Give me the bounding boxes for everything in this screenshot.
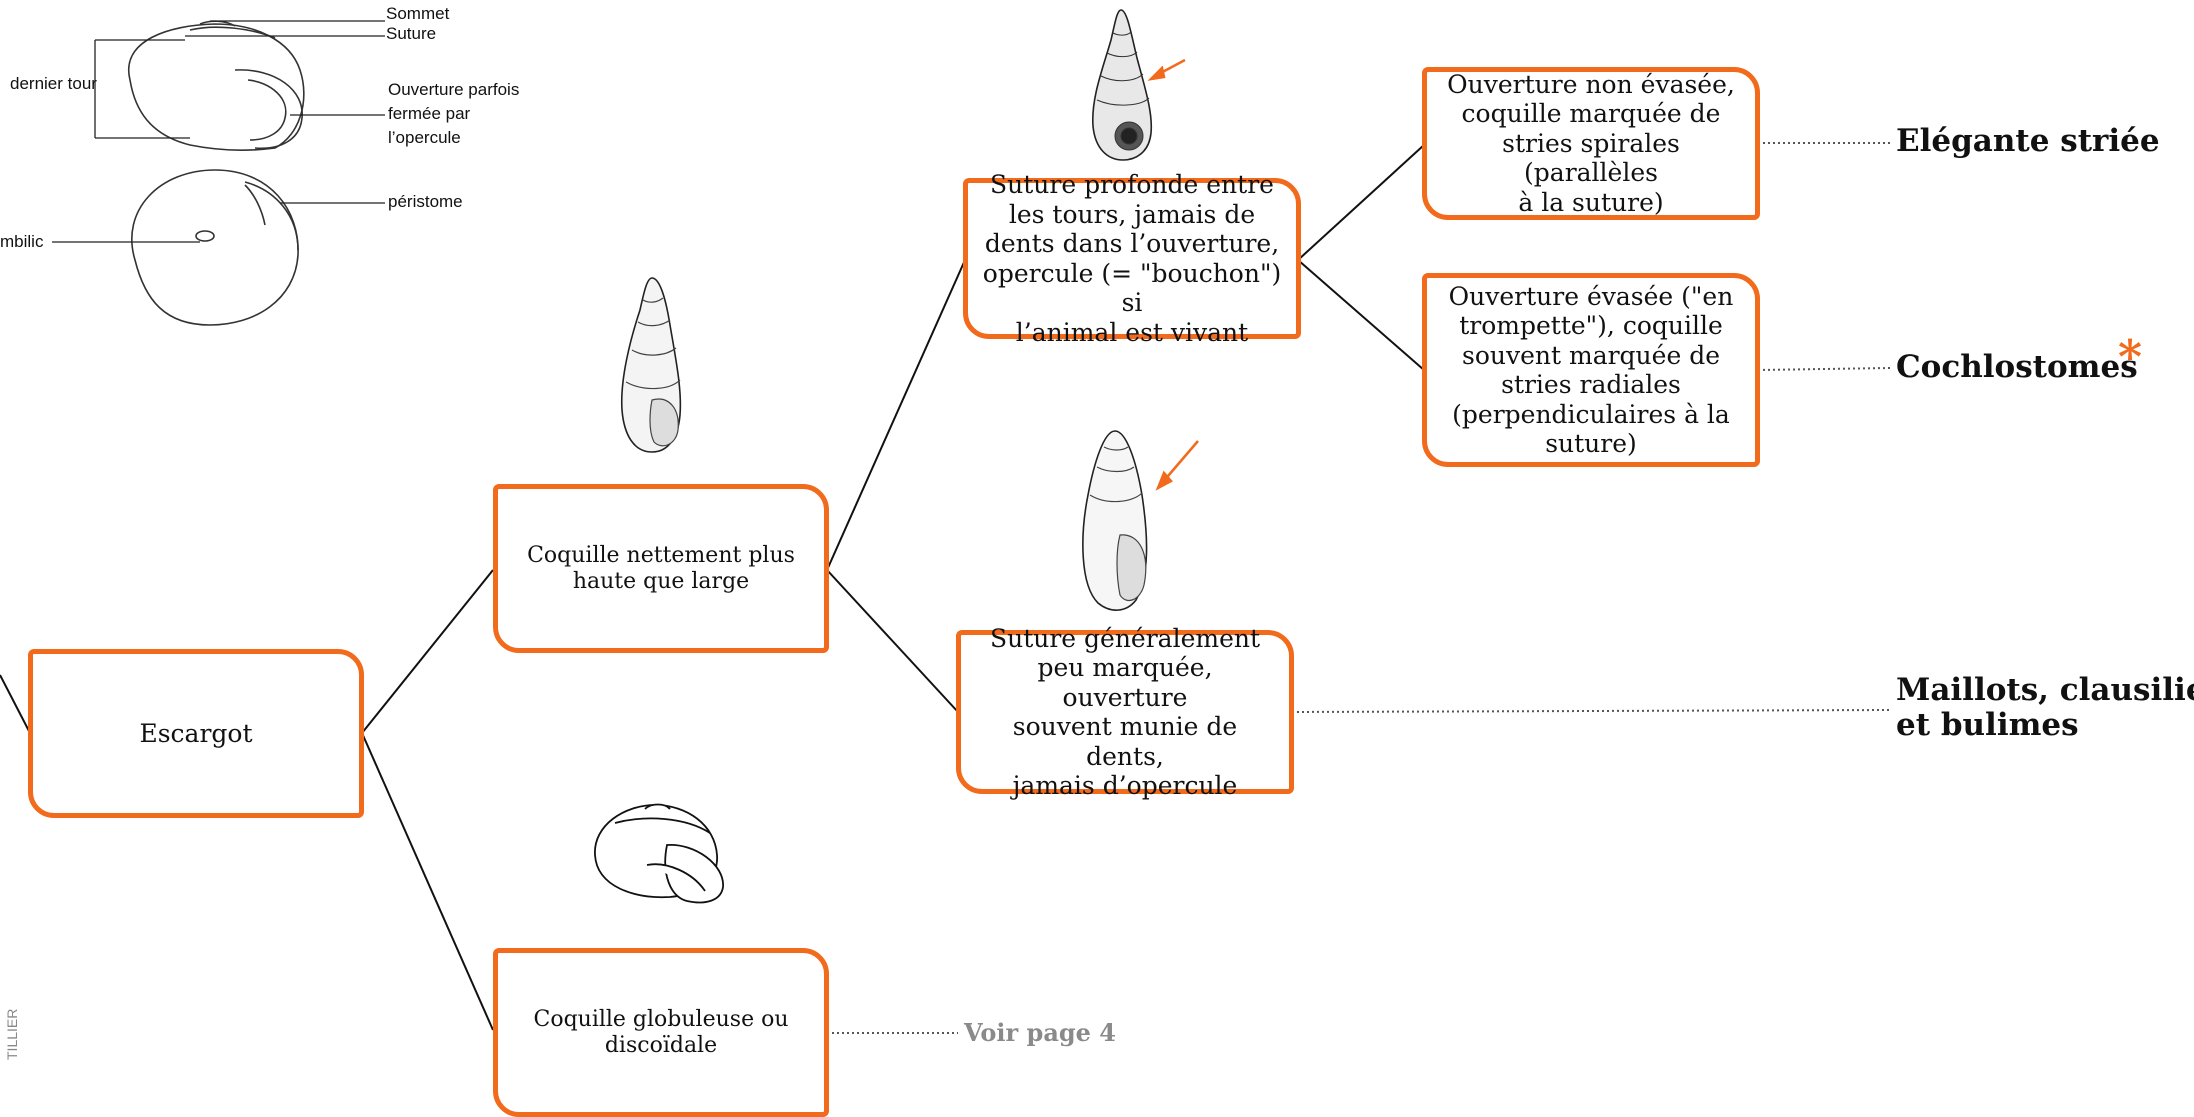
node-globuleuse-line-1: Coquille globuleuse ou (533, 1006, 789, 1032)
node-profonde-line-2: les tours, jamais de (1008, 199, 1256, 229)
label-ouverture-1: Ouverture parfois (388, 80, 520, 99)
result-maillots-line-1: Maillots, clausilies (1896, 672, 2194, 708)
node-evasee-line-4: stries radiales (1501, 370, 1681, 399)
node-peu-line-4: jamais d’opercule (1012, 771, 1238, 800)
label-sommet: Sommet (386, 4, 450, 23)
label-suture: Suture (386, 24, 437, 43)
label-ombilic: mbilic (0, 232, 44, 251)
node-evasee-line-6: suture) (1545, 429, 1637, 458)
see-page-link: Voir page 4 (964, 1018, 1116, 1047)
tall-shell-icon (620, 277, 682, 453)
node-evasee-line-2: trompette"), coquille (1459, 311, 1723, 340)
node-nonevasee-line-2: coquille marquée de (1461, 99, 1721, 129)
asterisk-marker: * (2118, 330, 2143, 384)
globular-shell-icon (594, 803, 724, 904)
snail-anatomy-icon (52, 20, 385, 326)
node-escargot: Escargot (28, 649, 364, 818)
result-maillots-line-2: et bulimes (1896, 706, 2079, 743)
node-suture-peu-marquee: Suture généralement peu marquée, ouvertu… (956, 624, 1294, 800)
label-ouverture-3: l’opercule (388, 128, 461, 147)
node-coquille-globuleuse: Coquille globuleuse ou discoïdale (493, 948, 829, 1117)
result-elegante-striee: Elégante striée (1896, 123, 2160, 159)
node-nonevasee-line-4: à la suture) (1518, 187, 1664, 217)
node-peu-line-2: peu marquée, ouverture (1037, 653, 1213, 712)
node-haute-line-2: haute que large (572, 568, 750, 594)
result-maillots: Maillots, clausilies et bulimes (1896, 673, 2194, 742)
photo-credit: TILLIER (4, 1008, 20, 1060)
node-nonevasee-line-1: Ouverture non évasée, (1447, 69, 1735, 99)
node-evasee-line-3: souvent marquée de (1462, 340, 1720, 370)
label-dernier-tour: dernier tour (10, 74, 97, 93)
node-escargot-label: Escargot (139, 718, 253, 748)
node-nonevasee-line-3: stries spirales (parallèles (1502, 128, 1680, 188)
node-ouverture-non-evasee: Ouverture non évasée, coquille marquée d… (1422, 67, 1760, 220)
node-profonde-line-3: dents dans l’ouverture, (984, 229, 1280, 258)
node-ouverture-evasee: Ouverture évasée ("en trompette"), coqui… (1422, 273, 1760, 467)
node-peu-line-1: Suture généralement (989, 623, 1261, 653)
label-ouverture-2: fermée par (388, 104, 471, 123)
label-peristome: péristome (388, 192, 463, 211)
node-profonde-line-5: l’animal est vivant (1015, 317, 1249, 347)
node-profonde-line-1: Suture profonde entre (990, 170, 1274, 199)
smooth-tall-shell-icon (1082, 430, 1199, 611)
node-suture-profonde: Suture profonde entre les tours, jamais … (963, 170, 1301, 347)
node-coquille-haute: Coquille nettement plus haute que large (493, 484, 829, 653)
node-evasee-line-5: (perpendiculaires à la (1452, 399, 1730, 429)
node-haute-line-1: Coquille nettement plus (527, 542, 795, 568)
node-profonde-line-4: opercule (= "bouchon") si (982, 258, 1282, 318)
node-globuleuse-line-2: discoïdale (604, 1032, 718, 1058)
node-peu-line-3: souvent munie de dents, (1012, 712, 1238, 771)
node-evasee-line-1: Ouverture évasée ("en (1448, 281, 1734, 311)
result-cochlostomes: Cochlostomes (1896, 349, 2138, 385)
striated-shell-icon (1092, 9, 1186, 161)
